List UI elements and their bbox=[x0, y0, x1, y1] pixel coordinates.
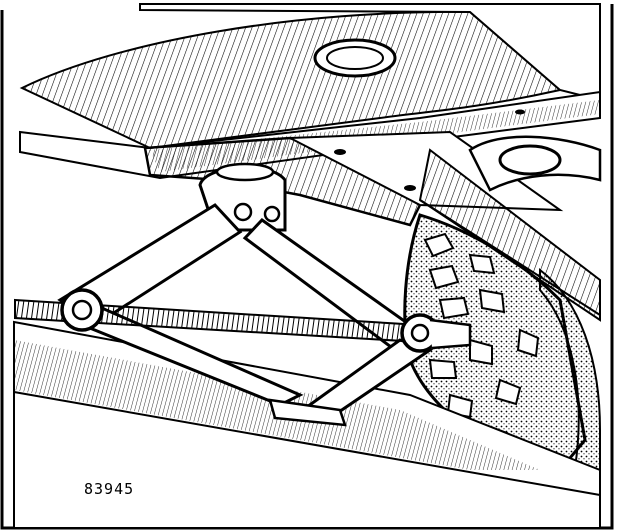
bracket-hole bbox=[515, 109, 525, 115]
suspension-bushing bbox=[498, 144, 562, 176]
drain-plug-inner bbox=[326, 46, 384, 70]
jack-right-yoke bbox=[429, 318, 472, 350]
jack-saddle bbox=[215, 162, 275, 182]
drain-plug-icon bbox=[313, 38, 397, 78]
jack-right-pivot-hole bbox=[410, 323, 430, 343]
suspension-arm bbox=[468, 135, 602, 192]
jack-left-pivot-hole bbox=[71, 299, 93, 321]
chassis-member bbox=[418, 148, 601, 322]
bracket-hole bbox=[404, 185, 416, 191]
jack-upper-pivot-bolt bbox=[263, 205, 281, 223]
figure-reference-code: 83945 bbox=[84, 480, 135, 498]
ground-edge bbox=[13, 391, 601, 496]
jack-base bbox=[268, 398, 347, 427]
jack-upper-pivot-bolt bbox=[233, 202, 253, 222]
bracket-hole bbox=[334, 149, 346, 155]
